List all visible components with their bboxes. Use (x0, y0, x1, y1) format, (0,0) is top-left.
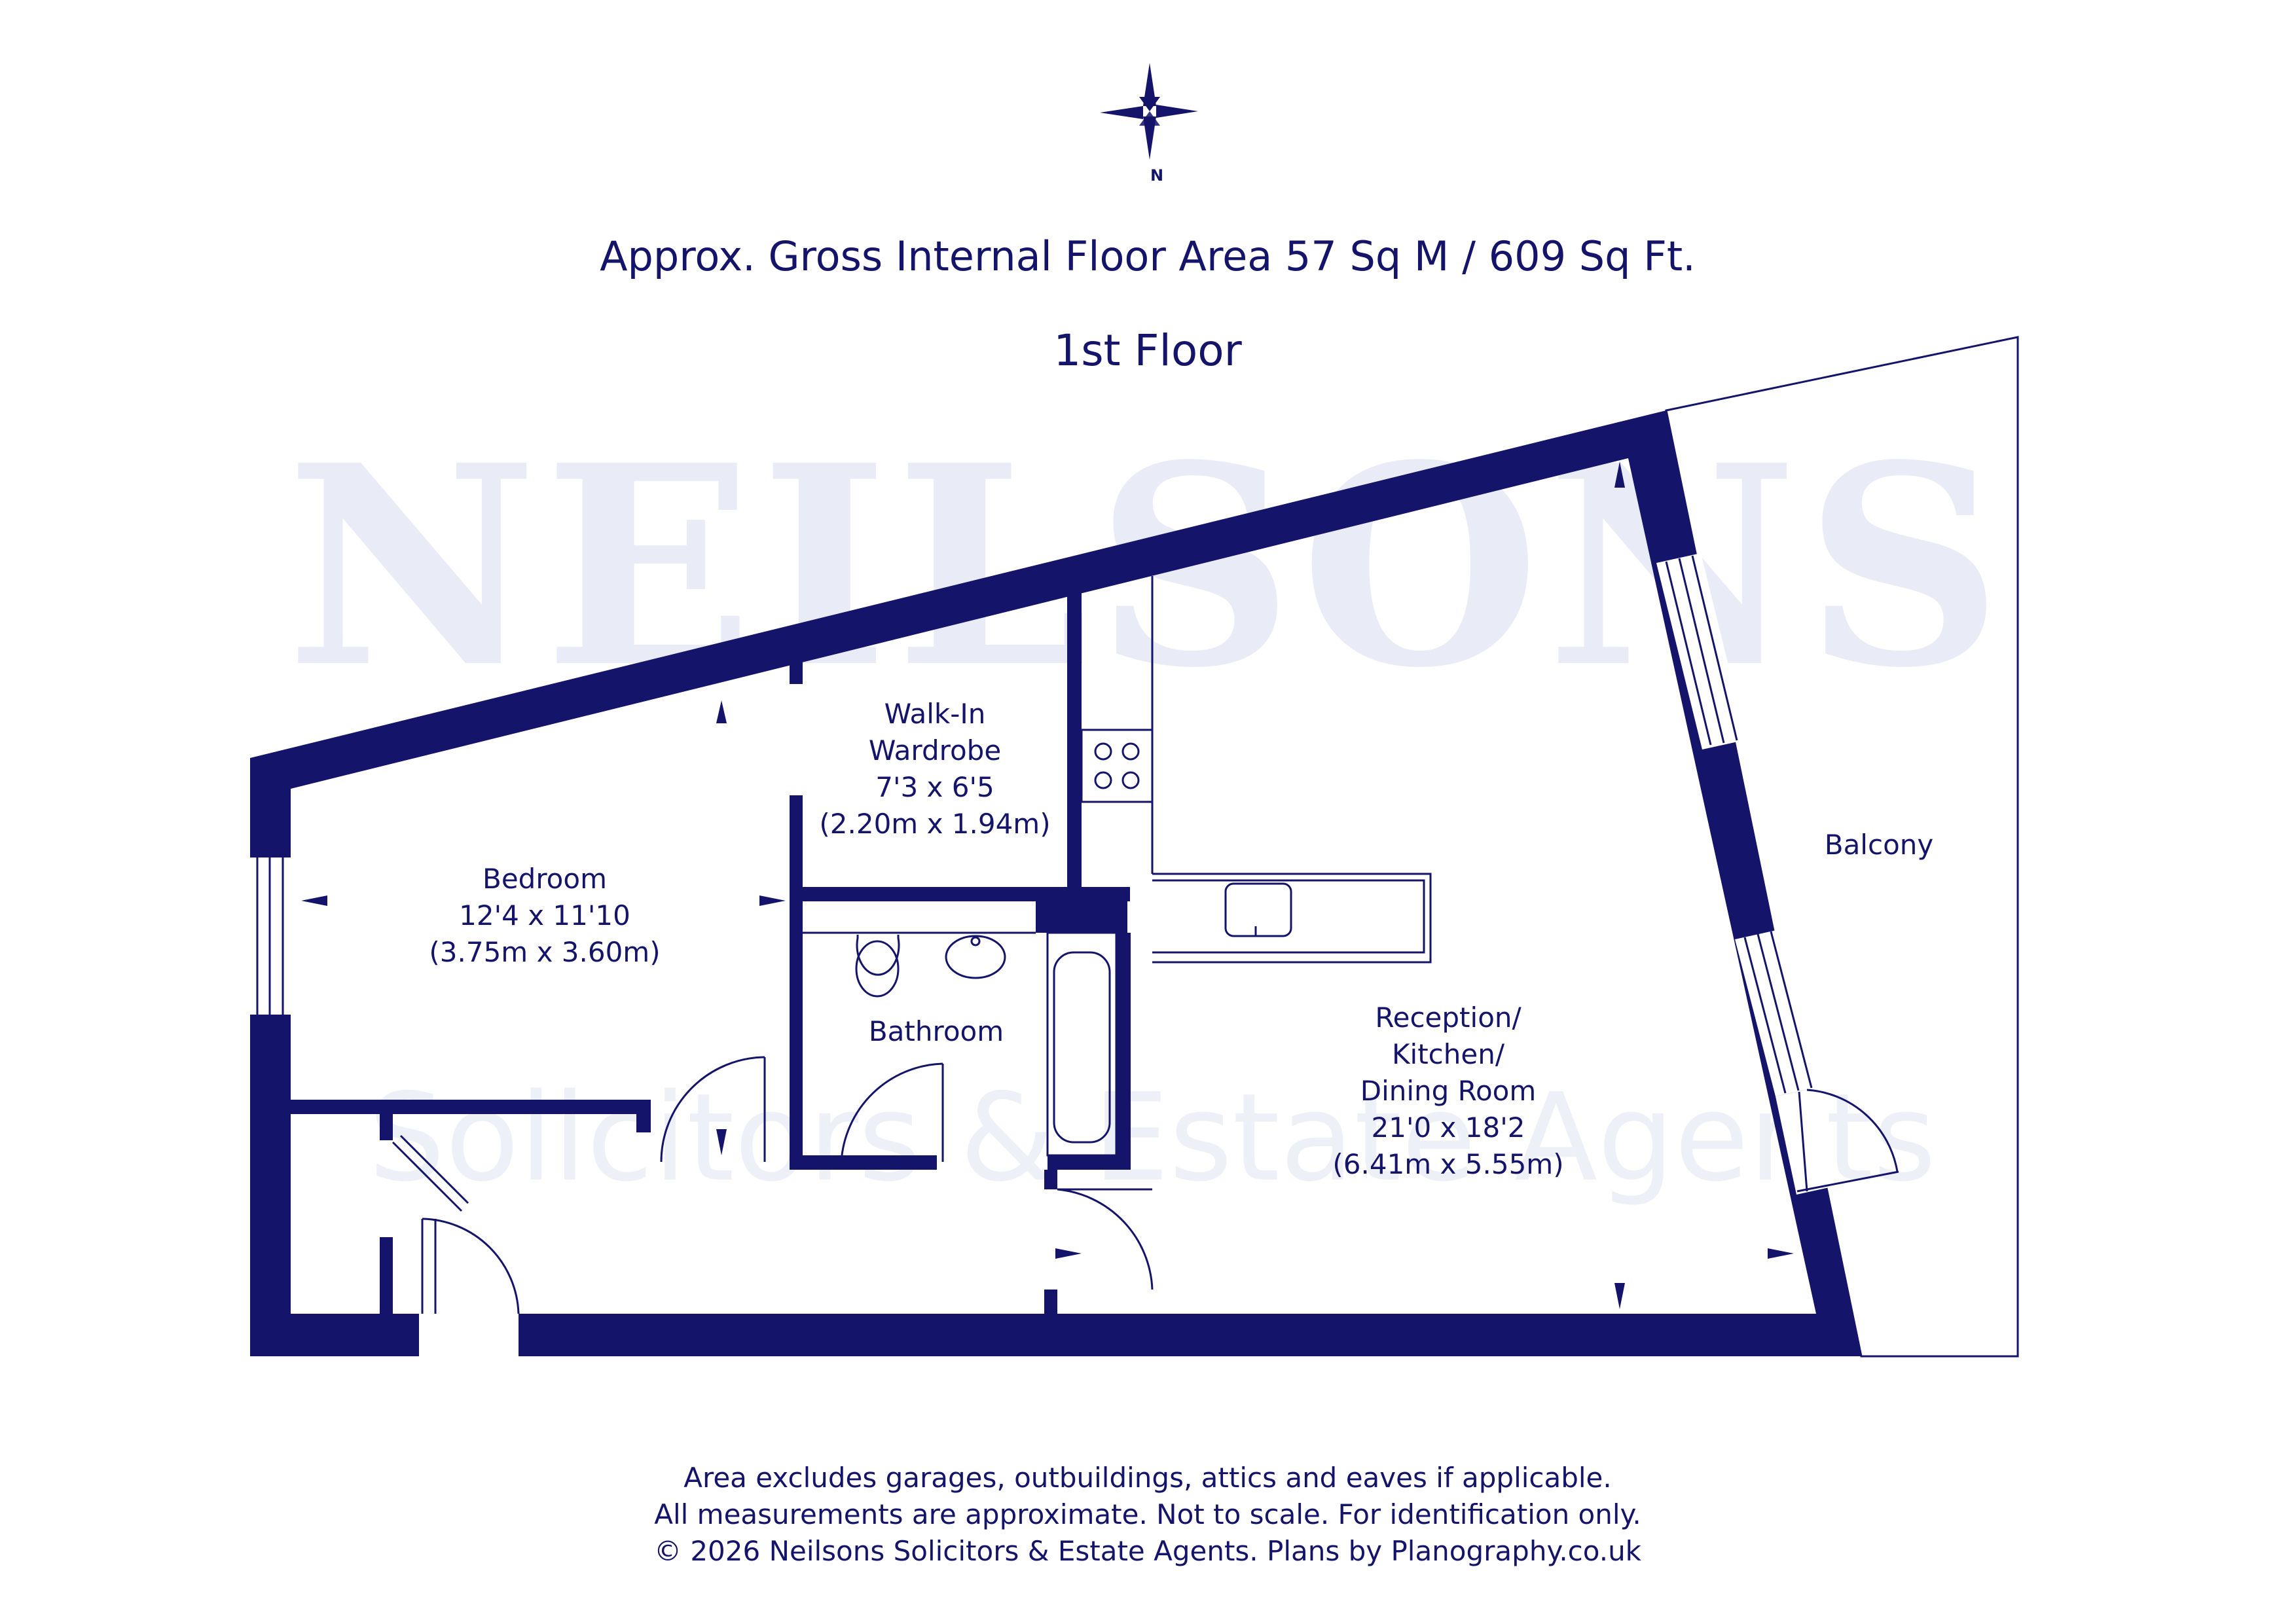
room-name: Wardrobe (868, 734, 1002, 767)
bedroom-window (249, 857, 292, 1015)
outer-wall (250, 410, 1861, 1356)
reception-window-upper (1656, 553, 1747, 749)
room-label-bathroom: Bathroom (869, 1013, 1004, 1050)
room-imperial: 12'4 x 11'10 (459, 899, 630, 931)
copyright-line: © 2026 Neilsons Solicitors & Estate Agen… (653, 1535, 1642, 1567)
floor-level-label: 1st Floor (1053, 325, 1242, 376)
room-name: Dining Room (1360, 1075, 1537, 1107)
bathroom-door (840, 1062, 944, 1163)
kitchen-units (1080, 576, 1432, 964)
room-label-wardrobe: Walk-In Wardrobe 7'3 x 6'5 (2.20m x 1.94… (819, 696, 1050, 842)
reception-window-lower (1735, 929, 1820, 1096)
dimension-arrows (301, 461, 1794, 1309)
watermark-tagline: Solicitors & Estate Agents (368, 1067, 1937, 1208)
disclaimer-line: All measurements are approximate. Not to… (654, 1498, 1641, 1530)
room-label-reception: Reception/ Kitchen/ Dining Room 21'0 x 1… (1332, 1000, 1563, 1183)
disclaimer-line: Area excludes garages, outbuildings, att… (683, 1462, 1612, 1494)
room-label-bedroom: Bedroom 12'4 x 11'10 (3.75m x 3.60m) (429, 861, 660, 971)
toilet (855, 940, 900, 998)
compass-rose-icon (1100, 63, 1198, 160)
room-label-balcony: Balcony (1825, 827, 1933, 863)
room-name: Bathroom (868, 1015, 1004, 1047)
room-imperial: 7'3 x 6'5 (875, 771, 994, 803)
room-name: Bedroom (483, 863, 607, 895)
reception-door (1057, 1188, 1154, 1290)
disclaimer: Area excludes garages, outbuildings, att… (654, 1460, 1641, 1570)
room-metric: (3.75m x 3.60m) (429, 936, 661, 968)
internal-walls (291, 592, 1131, 1316)
room-name: Balcony (1824, 829, 1934, 861)
bathroom-fixtures (803, 931, 1118, 1157)
bath (1046, 931, 1118, 1157)
balcony-door (1776, 1087, 1899, 1195)
room-name: Kitchen/ (1392, 1038, 1504, 1070)
compass-north-label: N (1150, 166, 1164, 185)
basin (945, 935, 1006, 979)
floor-area-title: Approx. Gross Internal Floor Area 57 Sq … (600, 232, 1696, 280)
hob (1080, 729, 1154, 803)
sink (1224, 882, 1292, 937)
bedroom-door (660, 1056, 766, 1163)
room-name: Reception/ (1375, 1001, 1522, 1034)
room-name: Walk-In (884, 698, 986, 730)
entrance-door (419, 1218, 520, 1359)
cupboard-door (392, 1134, 469, 1212)
room-metric: (6.41m x 5.55m) (1332, 1148, 1564, 1180)
room-metric: (2.20m x 1.94m) (819, 808, 1051, 840)
room-imperial: 21'0 x 18'2 (1371, 1111, 1525, 1144)
